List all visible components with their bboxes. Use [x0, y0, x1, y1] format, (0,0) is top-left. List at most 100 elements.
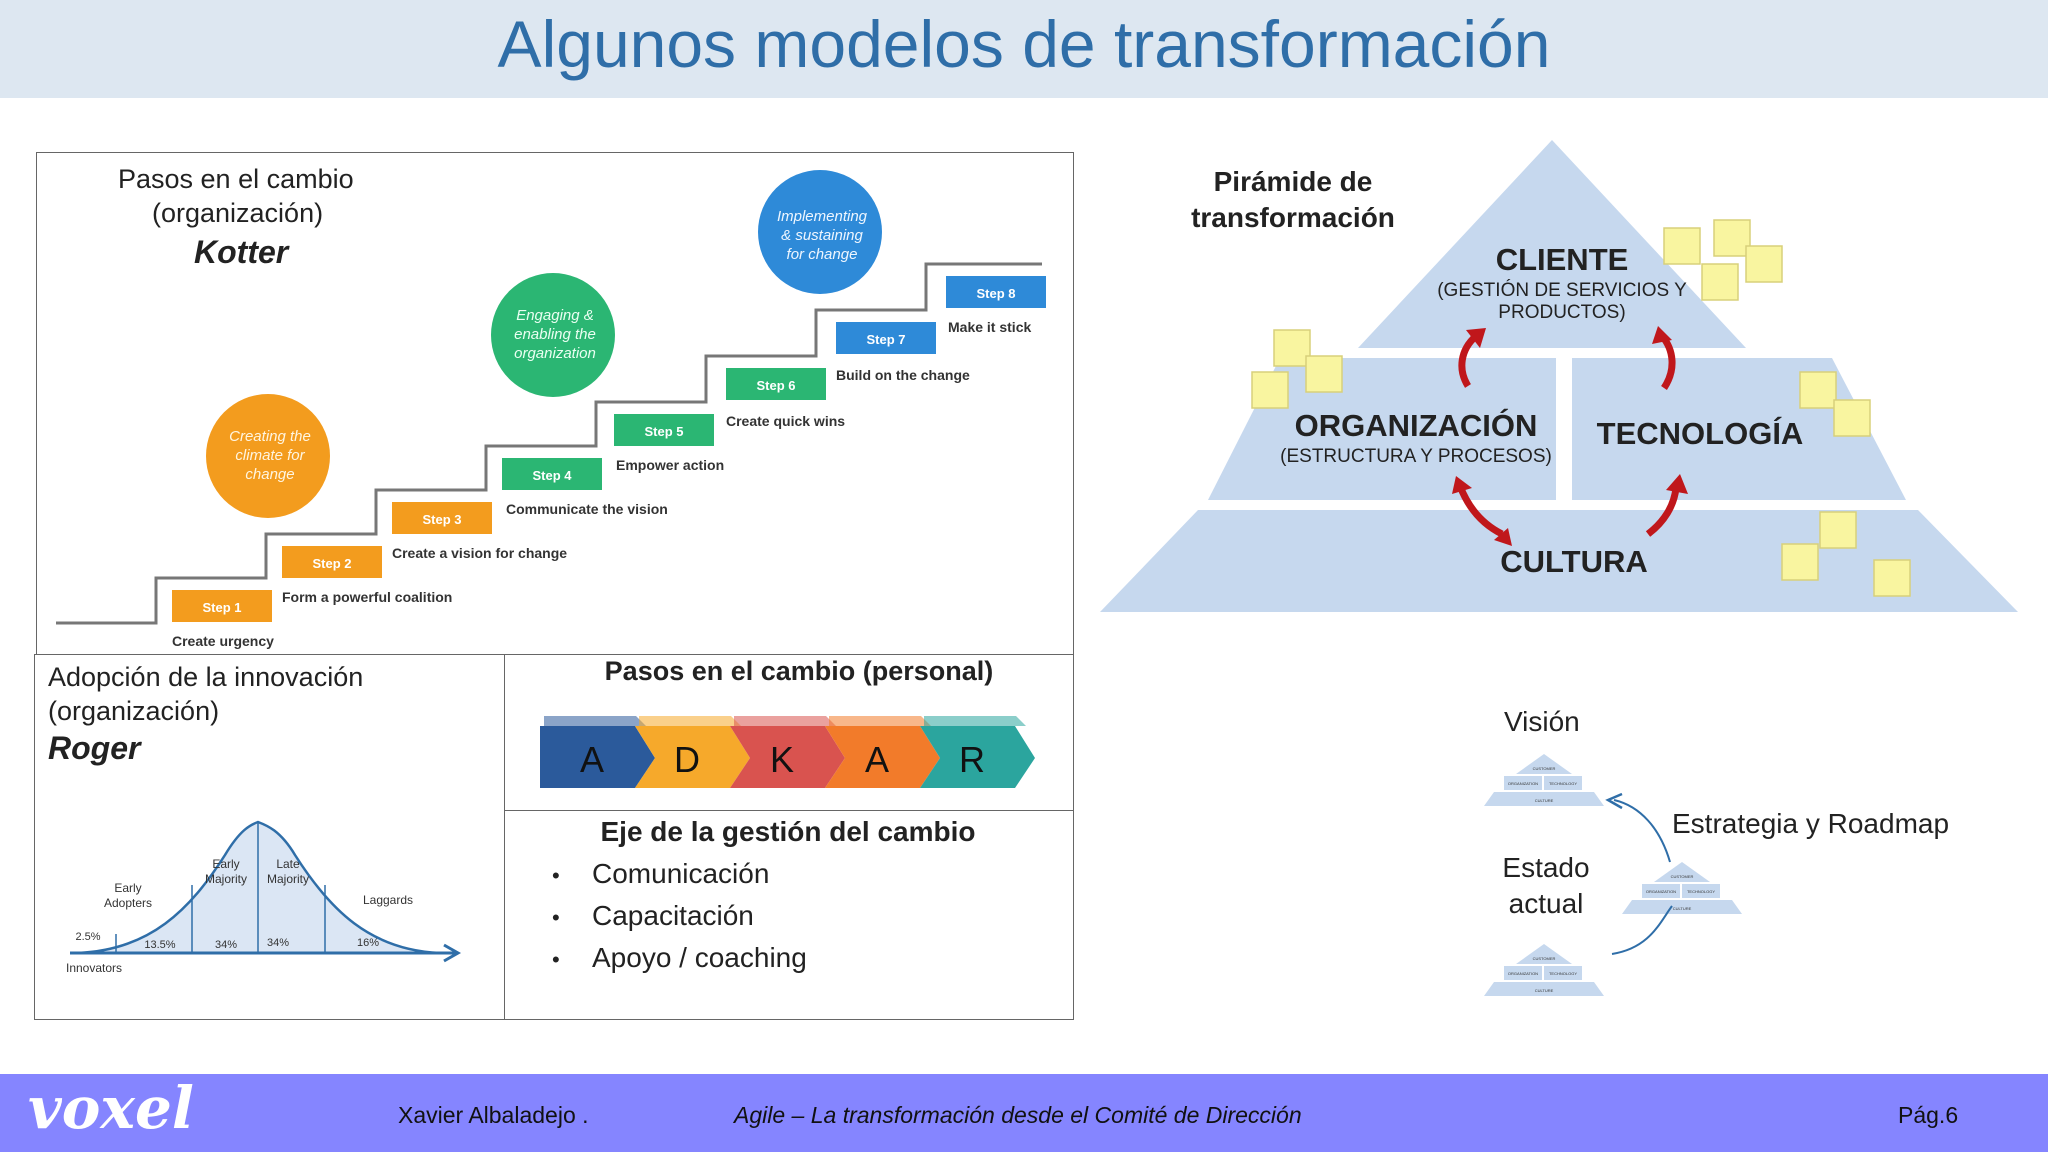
pyramid-left	[1208, 358, 1556, 500]
pyramid-org-title: ORGANIZACIÓN	[1294, 408, 1538, 443]
kotter-step-box-6	[726, 368, 826, 400]
svg-text:ORGANIZATION: ORGANIZATION	[1508, 971, 1538, 976]
arrow-tech-to-client-head	[1652, 326, 1672, 344]
arrow-culture-tech	[1645, 487, 1680, 537]
adkar-letter-5: R	[959, 739, 985, 780]
kotter-step-text-2: Form a powerful coalition	[282, 589, 452, 605]
roadmap-arrowhead	[1605, 792, 1623, 810]
svg-text:CULTURE: CULTURE	[1535, 988, 1554, 993]
svg-text:CULTURE: CULTURE	[1535, 798, 1554, 803]
circle-climate	[206, 394, 330, 518]
footer-author: Xavier Albaladejo .	[398, 1102, 589, 1128]
arrow-culture-tech-head	[1666, 474, 1688, 494]
kotter-step-label-7: Step 7	[866, 332, 905, 347]
kotter-step-text-8: Make it stick	[948, 319, 1031, 335]
roger-heading-line2: (organización)	[48, 696, 220, 726]
svg-text:CULTURE: CULTURE	[1673, 906, 1692, 911]
bullet-text: Apoyo / coaching	[592, 942, 807, 973]
adkar-arrow-top-2	[639, 716, 741, 726]
bullet-dot: •	[552, 947, 560, 972]
segment-label-5: Laggards	[363, 893, 413, 907]
adkar-letter-3: K	[770, 739, 794, 780]
pyramid-client-sub-2: PRODUCTOS)	[1498, 302, 1626, 323]
footer-bar	[0, 1074, 2048, 1152]
arrow-culture-org-head2	[1494, 528, 1512, 546]
kotter-step-text-3: Create a vision for change	[392, 545, 567, 561]
kotter-step-text-4: Communicate the vision	[506, 501, 668, 517]
sticky-notes	[1251, 219, 1911, 597]
bullet-item-3: • Apoyo / coaching	[552, 942, 807, 974]
kotter-heading-line1: Pasos en el cambio	[118, 164, 354, 194]
kotter-step-box-1	[172, 590, 272, 622]
change-axis-heading: Eje de la gestión del cambio	[600, 816, 976, 847]
roadmap-current-line1: Estado	[1502, 852, 1590, 883]
adkar-arrow-2	[635, 726, 750, 788]
roadmap-current-line2: actual	[1508, 888, 1584, 919]
pyramid-client-sub-1: (GESTIÓN DE SERVICIOS Y	[1437, 280, 1687, 301]
circle-implementing	[758, 170, 882, 294]
kotter-step-label-8: Step 8	[976, 286, 1015, 301]
percent-label-2: 13.5%	[144, 939, 175, 951]
kotter-step-text-6: Create quick wins	[726, 413, 845, 429]
segment-label-1: Innovators	[66, 961, 122, 975]
svg-text:ORGANIZATION: ORGANIZATION	[1508, 781, 1538, 786]
kotter-step-box-7	[836, 322, 936, 354]
adkar-arrow-5	[920, 726, 1035, 788]
pyramid-top	[1358, 140, 1746, 348]
adkar-arrow-top-1	[544, 716, 646, 726]
roadmap-arrow-lower	[1611, 905, 1673, 955]
percent-label-1: 2.5%	[75, 931, 100, 943]
pyramid-client-title: CLIENTE	[1495, 242, 1629, 277]
kotter-name: Kotter	[194, 234, 289, 270]
kotter-step-label-2: Step 2	[312, 556, 351, 571]
adkar-letter-1: A	[580, 739, 604, 780]
kotter-step-text-5: Empower action	[616, 457, 724, 473]
bullet-item-2: • Capacitación	[552, 900, 754, 932]
roadmap-strategy-label: Estrategia y Roadmap	[1672, 808, 1950, 839]
pyramid-tech-title: TECNOLOGÍA	[1596, 416, 1804, 451]
pyramid-culture-title: CULTURA	[1500, 544, 1648, 579]
arrow-org-to-client-head	[1466, 328, 1486, 348]
kotter-step-box-3	[392, 502, 492, 534]
svg-text:TECHNOLOGY: TECHNOLOGY	[1549, 781, 1577, 786]
adkar-letter-4: A	[865, 739, 889, 780]
page-title: Algunos modelos de transformación	[497, 7, 1551, 81]
adkar-arrow-top-4	[829, 716, 931, 726]
kotter-step-box-5	[614, 414, 714, 446]
bullet-text: Comunicación	[592, 858, 770, 889]
bullet-dot: •	[552, 863, 560, 888]
percent-label-3: 34%	[215, 939, 237, 951]
kotter-step-label-5: Step 5	[644, 424, 683, 439]
percent-label-5: 16%	[357, 937, 379, 949]
pyramid-org-sub: (ESTRUCTURA Y PROCESOS)	[1280, 446, 1552, 467]
footer-page: Pág.6	[1898, 1102, 1959, 1128]
kotter-panel	[36, 152, 1074, 656]
svg-text:CUSTOMER: CUSTOMER	[1671, 874, 1694, 879]
bullet-dot: •	[552, 905, 560, 930]
adkar-arrow-top-5	[924, 716, 1026, 726]
axis-arrowhead	[443, 943, 462, 963]
kotter-heading-line2: (organización)	[152, 198, 324, 228]
pyramid-heading-line1: Pirámide de	[1213, 166, 1373, 197]
percent-label-4: 34%	[267, 937, 289, 949]
kotter-step-box-4	[502, 458, 602, 490]
svg-text:CUSTOMER: CUSTOMER	[1533, 956, 1556, 961]
title-band	[0, 0, 2048, 98]
footer-subtitle: Agile – La transformación desde el Comit…	[734, 1102, 1302, 1128]
kotter-step-label-3: Step 3	[422, 512, 461, 527]
staircase-line	[56, 262, 1042, 625]
roadmap-vision-label: Visión	[1504, 706, 1580, 737]
arrow-org-to-client	[1458, 333, 1479, 388]
svg-text:TECHNOLOGY: TECHNOLOGY	[1549, 971, 1577, 976]
bullet-text: Capacitación	[592, 900, 754, 931]
arrow-culture-org-head1	[1452, 476, 1472, 494]
roger-name: Roger	[48, 730, 141, 766]
